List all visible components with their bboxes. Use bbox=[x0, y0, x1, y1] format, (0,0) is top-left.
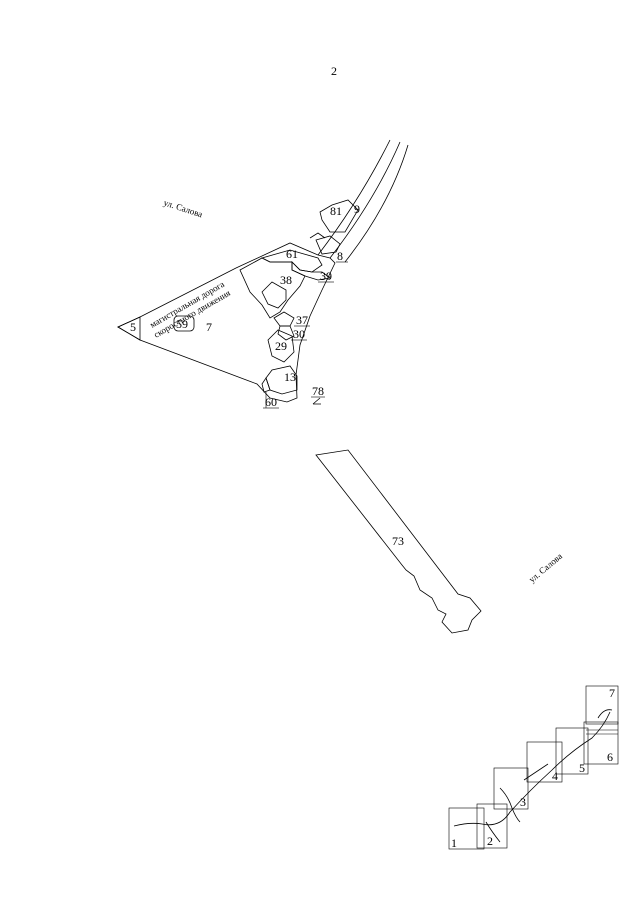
index-sheet-4 bbox=[526, 741, 563, 783]
parcel-5-outline bbox=[117, 316, 141, 341]
index-label-4: 4 bbox=[552, 769, 558, 783]
parcel-73-outline bbox=[315, 449, 482, 634]
parcel-label-38: 38 bbox=[280, 273, 292, 287]
parcel-label-61: 61 bbox=[286, 247, 298, 261]
parcel-37-outline bbox=[273, 311, 295, 327]
index-sheet-3 bbox=[493, 767, 529, 810]
parcel-label-78: 78 bbox=[312, 384, 324, 398]
index-sheet-2 bbox=[476, 803, 508, 849]
index-route-top bbox=[597, 709, 613, 719]
street-label-top: ул. Салова bbox=[162, 197, 203, 219]
highway-curve-mid bbox=[329, 141, 401, 259]
index-label-1: 1 bbox=[451, 836, 457, 850]
parcel-38-outline bbox=[239, 257, 306, 319]
parcel-7-outline bbox=[117, 242, 336, 403]
parcel-label-7: 7 bbox=[206, 320, 212, 334]
parcel-label-30: 30 bbox=[293, 327, 305, 341]
parcel-78-mark bbox=[312, 397, 321, 405]
parcel-label-81: 81 bbox=[330, 204, 342, 218]
parcel-38-building bbox=[261, 281, 287, 309]
highway-curve-inner bbox=[344, 144, 409, 263]
label-underlines bbox=[263, 261, 348, 409]
index-label-5: 5 bbox=[579, 761, 585, 775]
index-sheet-5 bbox=[555, 727, 589, 775]
parcel-label-9: 9 bbox=[354, 202, 360, 216]
parcel-label-5: 5 bbox=[130, 320, 136, 334]
index-label-6: 6 bbox=[607, 750, 613, 764]
parcel-label-39: 39 bbox=[320, 269, 332, 283]
index-label-3: 3 bbox=[520, 795, 526, 809]
index-sheet-1 bbox=[448, 807, 485, 850]
parcel-label-59: 59 bbox=[176, 317, 188, 331]
parcel-label-37: 37 bbox=[296, 313, 308, 327]
parcel-60-marker bbox=[261, 377, 271, 393]
parcel-label-73: 73 bbox=[392, 534, 404, 548]
index-route-branch-3 bbox=[523, 763, 549, 781]
parcel-29-outline bbox=[267, 329, 295, 363]
parcel-8-outline bbox=[315, 235, 341, 255]
parcel-label-60: 60 bbox=[265, 395, 277, 409]
page-number: 2 bbox=[331, 64, 337, 78]
index-route-branch-2 bbox=[499, 787, 521, 823]
parcel-label-29: 29 bbox=[275, 339, 287, 353]
index-route-main bbox=[453, 711, 611, 827]
parcel-8-notch bbox=[309, 232, 326, 239]
parcel-81-outline bbox=[319, 199, 359, 233]
index-sheet-7 bbox=[585, 685, 619, 725]
street-label-bottom: ул. Салова bbox=[527, 551, 564, 585]
highway-curve-outer bbox=[317, 139, 391, 256]
index-label-2: 2 bbox=[487, 834, 493, 848]
sheet-index bbox=[448, 685, 619, 850]
parcel-label-13: 13 bbox=[284, 370, 296, 384]
parcel-30-outline bbox=[277, 325, 295, 341]
parcel-13-outline bbox=[265, 365, 298, 395]
parcel-59-outline bbox=[173, 315, 195, 332]
index-label-7: 7 bbox=[609, 686, 615, 700]
upper-block-outlines bbox=[117, 139, 409, 408]
parcel-label-8: 8 bbox=[337, 249, 343, 263]
index-route-branch-1 bbox=[485, 821, 501, 843]
